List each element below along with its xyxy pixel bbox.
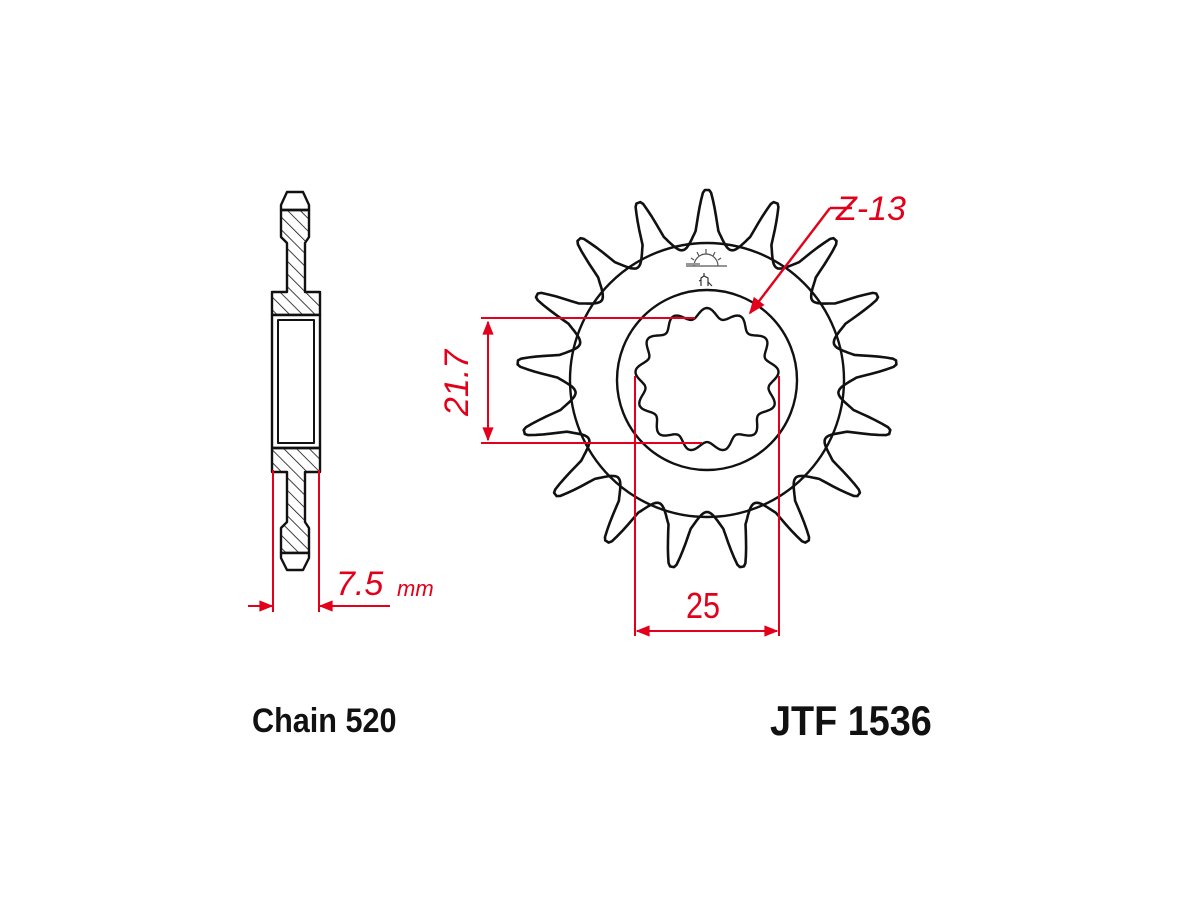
bore-inner xyxy=(277,319,315,444)
width-dimension xyxy=(248,470,390,612)
hub-circle xyxy=(615,288,799,472)
pitch-circle xyxy=(568,241,846,519)
chain-label: Chain 520 xyxy=(252,702,397,740)
front-view xyxy=(516,188,898,569)
sprocket-outline xyxy=(516,188,898,569)
top-tooth-tip xyxy=(279,190,311,212)
bottom-tooth-section xyxy=(270,446,322,555)
spline-height-value: 21.7 xyxy=(438,349,476,416)
spline-width-dimension xyxy=(634,376,780,637)
part-number: JTF 1536 xyxy=(770,697,932,744)
spline-height-dimension xyxy=(481,317,702,444)
teeth-count-label: Z-13 xyxy=(836,190,906,228)
bottom-tooth-tip xyxy=(279,551,311,572)
teeth-count-leader xyxy=(748,206,852,315)
spline-width-value: 25 xyxy=(686,585,721,626)
side-section-view xyxy=(270,190,322,572)
manufacturer-logo-icon xyxy=(686,249,727,287)
width-value: 7.5 xyxy=(336,565,384,603)
top-tooth-section xyxy=(270,208,322,317)
spline-bore xyxy=(634,306,780,452)
width-unit: mm xyxy=(397,576,434,601)
